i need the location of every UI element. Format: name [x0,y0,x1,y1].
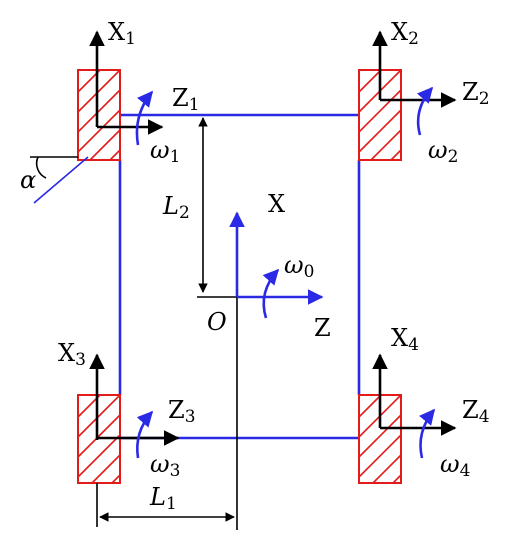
wheel-3-rotation-arrow [136,410,154,459]
wheel-2-x-label: X2 [391,18,419,49]
center-z-label: Z [314,314,331,342]
wheel-1-hatching [77,69,121,161]
alpha-label: α [20,166,36,194]
wheel-2 [358,30,457,161]
wheel-1-omega-label: ω1 [150,136,180,167]
wheel-3-omega-label: ω3 [150,450,180,481]
wheel-4 [358,353,457,484]
wheel-2-z-label: Z2 [462,78,490,109]
l1-label: L1 [149,483,177,514]
wheel-4-omega-label: ω4 [440,450,470,481]
wheel-1-x-label: X1 [108,18,136,49]
center-x-label: X [268,190,285,218]
origin-label: O [207,308,227,336]
dimension-l1 [96,483,235,527]
wheel-4-x-label: X4 [391,324,419,355]
wheel-1 [77,30,164,161]
wheel-3-z-label: Z3 [168,396,196,427]
alpha-arc [35,156,47,179]
wheel-4-hatching [358,394,402,484]
wheel-2-omega-label: ω2 [428,136,458,167]
wheel-3-x-label: X3 [58,339,86,370]
wheel-2-rotation-arrow [416,86,434,136]
wheel-4-z-label: Z4 [462,396,490,427]
wheel-3-hatching [77,394,121,484]
l2-label: L2 [162,192,190,223]
alpha-angle [30,156,89,204]
wheel-4-rotation-arrow [419,408,436,459]
wheel-1-rotation-arrow [135,90,154,146]
alpha-wheel-line [33,156,89,204]
wheel-3 [77,353,180,484]
center-omega-label: ω0 [284,251,314,282]
center-rotation-arrow [262,268,280,319]
center-frame [197,211,324,530]
wheel-1-z-label: Z1 [172,84,200,115]
